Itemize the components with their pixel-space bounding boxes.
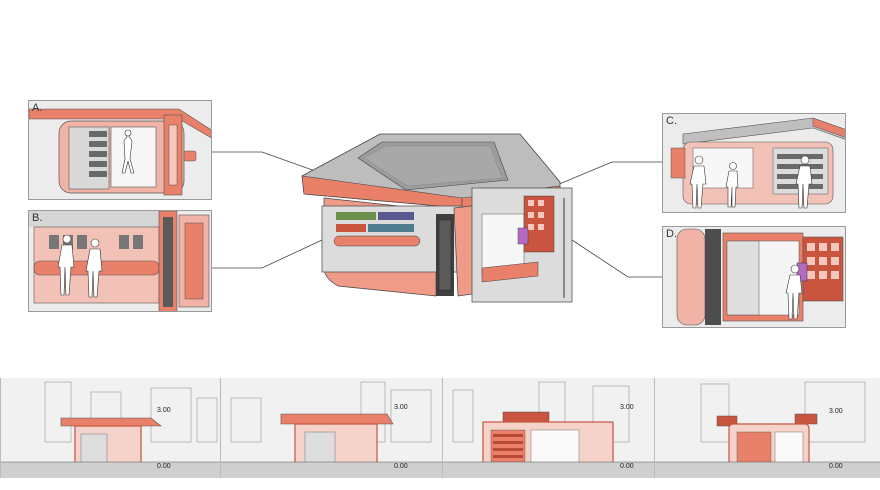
detail-panel-c: C. [662, 113, 846, 213]
panel-a-illustration [29, 101, 211, 199]
panel-d-illustration [663, 227, 845, 327]
panel-b-illustration [29, 211, 211, 311]
detail-panel-a: A. [28, 100, 212, 200]
detail-panel-d: D. [662, 226, 846, 328]
section-2-top-level: 3.00 [394, 404, 408, 411]
section-2-drawing [221, 378, 442, 478]
panel-c-illustration [663, 114, 845, 212]
section-4-top-level: 3.00 [829, 408, 843, 415]
section-strip-4 [654, 378, 880, 478]
section-strip-2 [220, 378, 442, 478]
section-1-top-level: 3.00 [157, 407, 171, 414]
panel-label-d: D. [666, 228, 677, 240]
section-3-top-level: 3.00 [620, 404, 634, 411]
section-4-drawing [655, 378, 880, 478]
panel-label-a: A. [32, 102, 43, 114]
section-strip-3 [442, 378, 654, 478]
section-1-drawing [1, 378, 220, 478]
section-strip-1 [0, 378, 220, 478]
section-4-bottom-level: 0.00 [829, 463, 843, 470]
panel-label-c: C. [666, 115, 677, 127]
section-3-drawing [443, 378, 654, 478]
kiosk-axonometric [301, 133, 573, 303]
section-3-bottom-level: 0.00 [620, 463, 634, 470]
section-1-bottom-level: 0.00 [157, 463, 171, 470]
section-2-bottom-level: 0.00 [394, 463, 408, 470]
panel-label-b: B. [32, 212, 43, 224]
detail-panel-b: B. [28, 210, 212, 312]
